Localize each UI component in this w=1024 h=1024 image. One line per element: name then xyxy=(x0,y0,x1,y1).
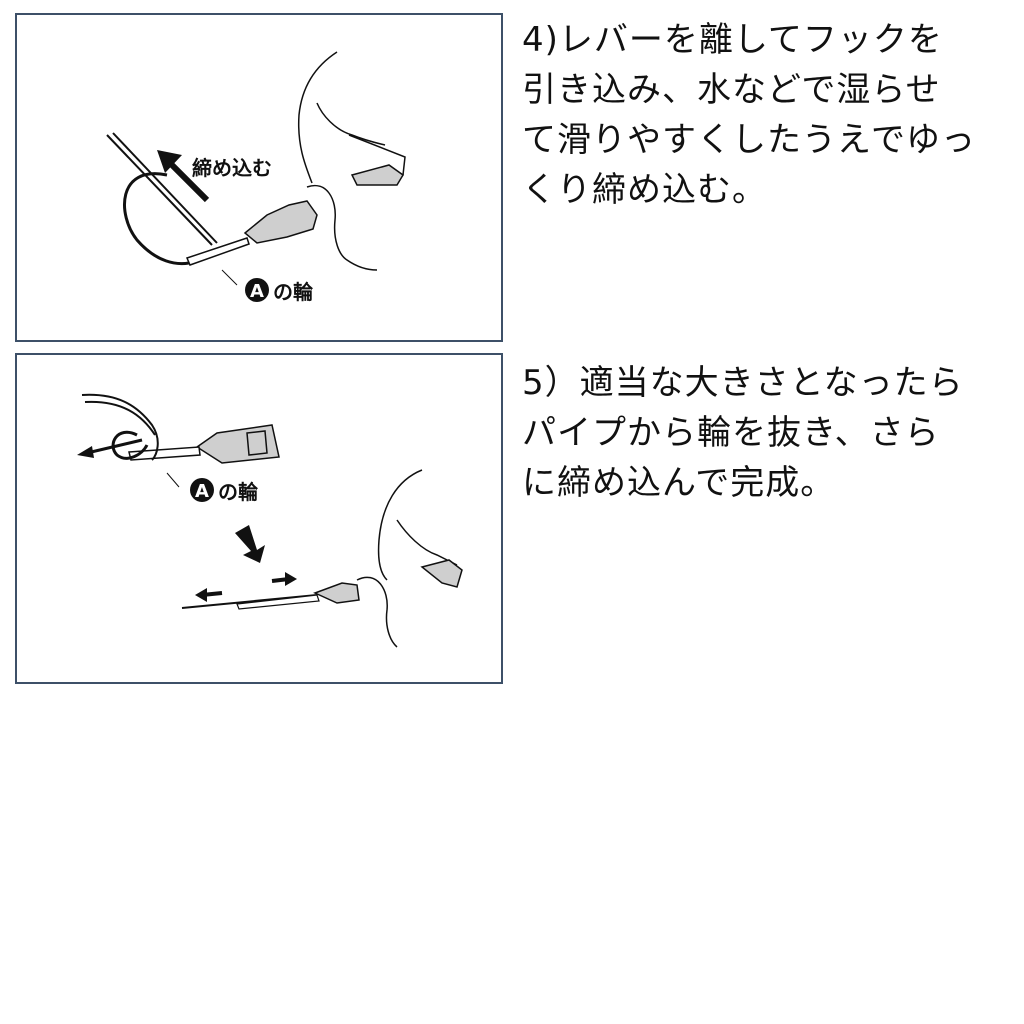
hand-outline-icon xyxy=(297,51,338,184)
arrow-right-small-icon xyxy=(285,572,297,586)
finishing-diagram: A の輪 xyxy=(77,393,463,648)
step-4-text: 4)レバーを離してフックを 引き込み、水などで湿らせ て滑りやすくしたうえでゆっ… xyxy=(522,15,976,215)
step-4-illustration: 締め込む A の輪 xyxy=(15,13,503,342)
arrow-down-icon xyxy=(235,525,265,563)
loop-label: の輪 xyxy=(218,480,259,504)
pipe-handle-icon xyxy=(350,164,404,186)
step-4-line-3: て滑りやすくしたうえでゆっ xyxy=(522,120,976,160)
step-5-illustration: A の輪 xyxy=(15,353,503,684)
step-5-line-3: に締め込んで完成。 xyxy=(522,463,836,503)
line-loop-icon xyxy=(81,393,159,461)
loop-marker-badge xyxy=(245,278,269,302)
loop-marker-badge xyxy=(190,478,214,502)
arrow-left-icon xyxy=(77,446,94,458)
action-label: 締め込む xyxy=(192,156,272,180)
hand-outline-icon xyxy=(377,469,423,581)
svg-text:A: A xyxy=(250,281,264,302)
step-4-line-1: 4)レバーを離してフックを xyxy=(522,20,943,60)
pipe-icon xyxy=(185,237,250,266)
svg-text:A: A xyxy=(195,481,209,502)
step-4-line-2: 引き込み、水などで湿らせ xyxy=(522,70,941,110)
tool-body-icon xyxy=(243,200,318,244)
step-4-line-4: くり締め込む。 xyxy=(522,170,767,210)
tightening-diagram: 締め込む A の輪 xyxy=(106,51,406,304)
step-5-line-1: 5）適当な大きさとなったら xyxy=(522,363,964,403)
loop-label: の輪 xyxy=(273,280,314,304)
line-loop-icon xyxy=(123,172,190,266)
arrow-left-small-icon xyxy=(195,588,207,602)
step-5-line-2: パイプから輪を抜き、さら xyxy=(522,413,940,453)
arrow-up-left-icon xyxy=(157,150,182,173)
step-5-text: 5）適当な大きさとなったら パイプから輪を抜き、さら に締め込んで完成。 xyxy=(522,358,964,508)
